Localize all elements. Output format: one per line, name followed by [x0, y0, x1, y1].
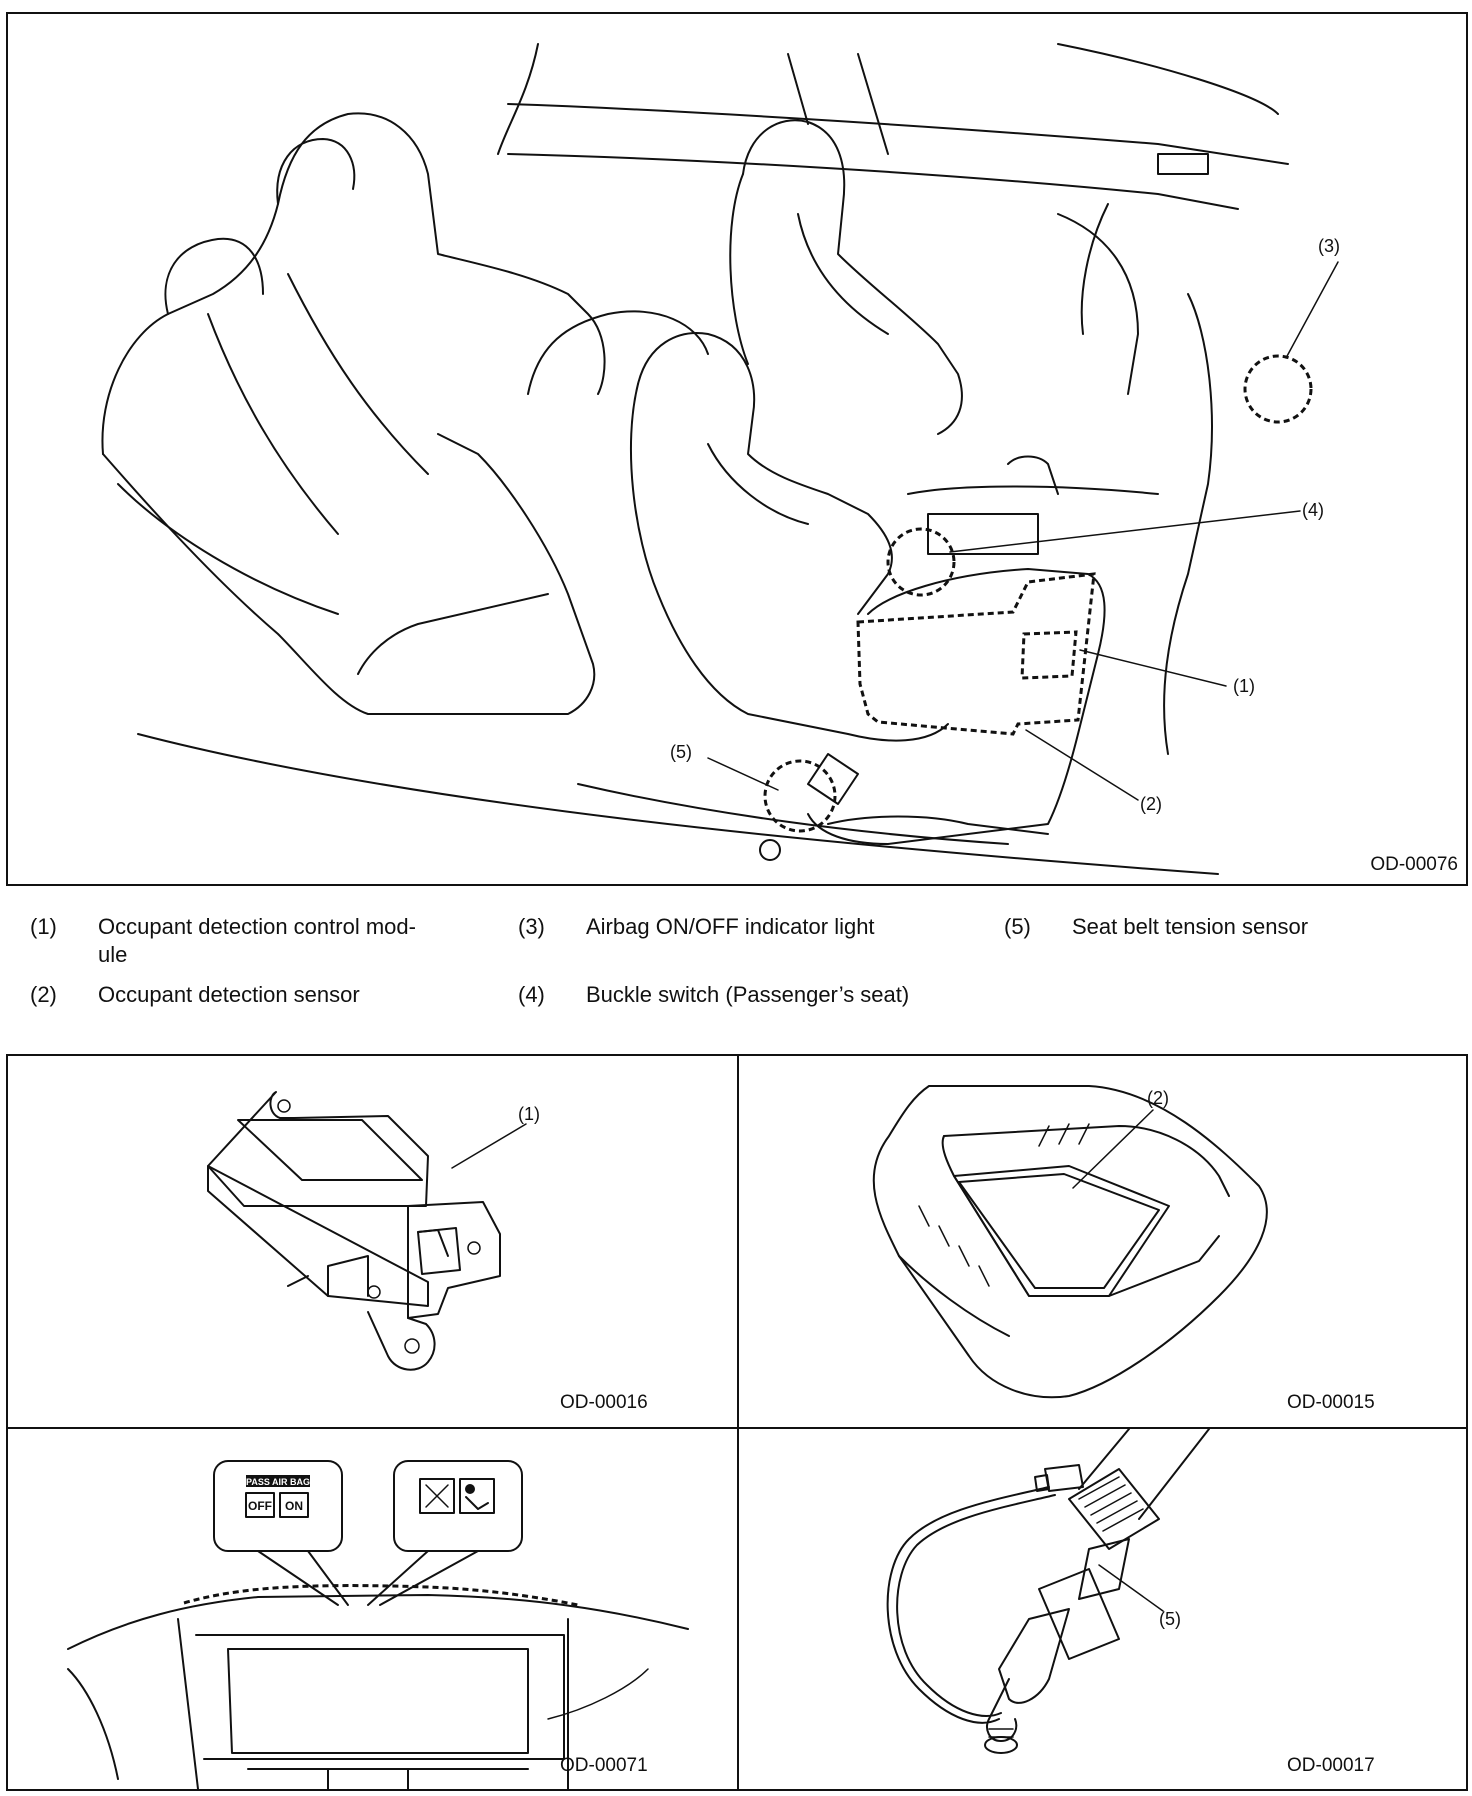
- legend-num: (5): [1004, 914, 1031, 939]
- main-callout-4: (4): [1302, 500, 1324, 520]
- airbag-on-symbol-icon: [459, 1478, 495, 1514]
- component-panel-grid: (1) OD-00016 (2) OD-00015: [6, 1054, 1468, 1791]
- pass-air-bag-label: PASS AIR BAG: [246, 1477, 310, 1487]
- belt-tension-sensor-drawing: (5): [886, 1428, 1210, 1754]
- panel1-callout: (1): [518, 1104, 540, 1124]
- control-module-drawing: (1): [207, 1091, 540, 1371]
- main-callout-5: (5): [670, 742, 692, 762]
- main-figure-id: OD-00076: [1370, 854, 1458, 875]
- grid-divider-horizontal: [8, 1427, 1466, 1429]
- airbag-off-symbol-icon: [419, 1478, 455, 1514]
- main-callout-3: (3): [1318, 236, 1340, 256]
- legend-text: Buckle switch (Passenger’s seat): [586, 982, 910, 1007]
- main-callout-1: (1): [1233, 676, 1255, 696]
- legend-num: (1): [30, 914, 57, 939]
- indicator-off-label: OFF: [248, 1499, 272, 1513]
- legend-num: (3): [518, 914, 545, 939]
- indicator-on-label: ON: [285, 1499, 303, 1513]
- legend-text: Airbag ON/OFF indicator light: [586, 914, 875, 939]
- panel-detection-sensor: (2) OD-00015: [739, 1056, 1466, 1427]
- indicator-dashboard-drawing: PASS AIR BAG OFF ON: [67, 1460, 689, 1790]
- panel-belt-tension-sensor: (5) OD-00017: [739, 1428, 1466, 1789]
- panel4-callout: (5): [1159, 1609, 1181, 1629]
- legend-text: Occupant detection control mod-: [98, 914, 416, 939]
- panel4-figure-id: OD-00017: [1287, 1755, 1375, 1776]
- legend-text: Seat belt tension sensor: [1072, 914, 1309, 939]
- main-callout-2: (2): [1140, 794, 1162, 814]
- panel2-callout: (2): [1147, 1088, 1169, 1108]
- panel3-figure-id: OD-00071: [560, 1755, 648, 1776]
- legend: (1) Occupant detection control mod- ule …: [0, 905, 1472, 1030]
- vehicle-interior-drawing: (3) (4) (1) (2) (5): [101, 43, 1340, 875]
- panel2-figure-id: OD-00015: [1287, 1392, 1375, 1413]
- indicator-bubble-left: [213, 1460, 343, 1552]
- legend-text: Occupant detection sensor: [98, 982, 360, 1007]
- legend-num: (4): [518, 982, 545, 1007]
- legend-text-cont: ule: [98, 942, 128, 967]
- main-figure-frame: (3) (4) (1) (2) (5) OD-00076: [6, 12, 1468, 886]
- panel-indicator-light: PASS AIR BAG OFF ON OD-00071: [8, 1429, 737, 1790]
- panel1-figure-id: OD-00016: [560, 1392, 648, 1413]
- indicator-bubble-right: [393, 1460, 523, 1552]
- detection-sensor-drawing: (2): [872, 1085, 1268, 1399]
- legend-num: (2): [30, 982, 57, 1007]
- panel-control-module: (1) OD-00016: [8, 1056, 737, 1427]
- grid-divider-vertical: [737, 1056, 739, 1789]
